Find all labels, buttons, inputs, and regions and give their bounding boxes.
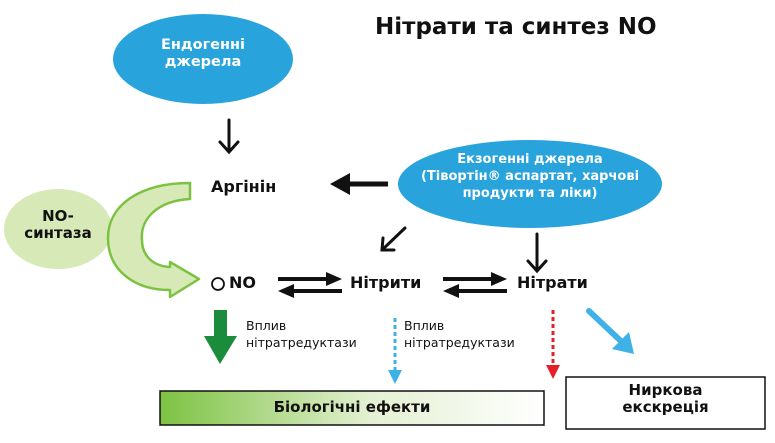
- exogenous-sources-ellipse: [398, 140, 662, 228]
- curved-arrow-arginine-to-no: [106, 181, 201, 299]
- nitrate-reductase-effect-label-1: Вплив нітратредуктази: [246, 318, 357, 350]
- renal-excretion-label: Ниркова екскреція: [622, 381, 709, 417]
- equilibrium-arrows-nitrites-nitrates: [443, 272, 507, 298]
- biological-effects-bar: [159, 390, 545, 426]
- page-title: Нітрати та синтез NO: [375, 14, 657, 40]
- equilibrium-arrows-no-nitrites: [278, 272, 342, 298]
- nitrates-label: Нітрати: [517, 273, 588, 292]
- cyan-diagonal-arrow: [586, 308, 634, 354]
- arrow-endogenous-to-arginine: [218, 118, 240, 155]
- no-synthase-label: NO- синтаза: [24, 207, 92, 243]
- nitrate-reductase-effect-label-2: Вплив нітратредуктази: [404, 318, 515, 350]
- no-synthase-ellipse: [4, 189, 112, 269]
- cyan-dotted-arrow-down: [388, 318, 402, 384]
- arrow-exogenous-to-nitrates: [526, 232, 548, 274]
- no-label: NO: [229, 273, 256, 292]
- arginine-label: Аргінін: [211, 177, 277, 196]
- nitrites-label: Нітрити: [350, 273, 422, 292]
- arrow-exogenous-to-arginine: [330, 173, 388, 195]
- endogenous-sources-ellipse: [113, 14, 293, 104]
- exogenous-sources-label: Екзогенні джерела (Тівортін® аспартат, х…: [420, 152, 640, 201]
- biological-effects-label: Біологічні ефекти: [273, 398, 431, 416]
- red-dotted-arrow-down: [546, 310, 560, 379]
- arrow-exogenous-to-nitrites: [380, 226, 407, 252]
- no-circle-icon: [211, 277, 225, 291]
- renal-excretion-box: [565, 376, 766, 430]
- green-arrow-down: [204, 310, 237, 364]
- endogenous-sources-label: Ендогенні джерела: [160, 37, 245, 70]
